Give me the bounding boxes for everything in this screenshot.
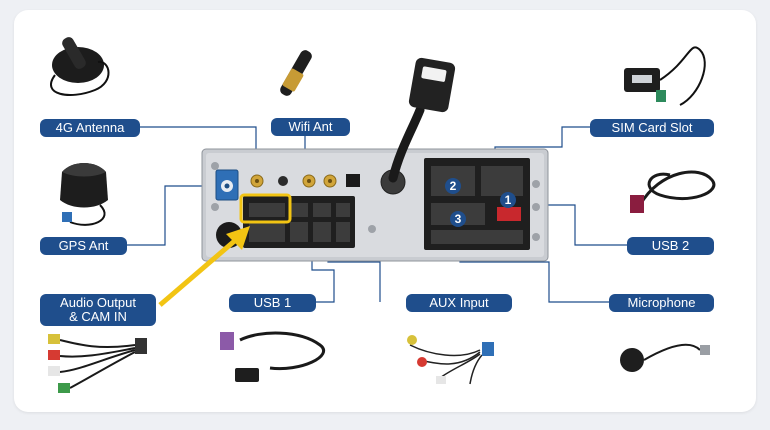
magnetic-antenna-icon xyxy=(50,37,110,96)
usb-extension-cable-icon xyxy=(220,331,325,382)
aux-harness-icon xyxy=(407,335,494,385)
badge-3 xyxy=(450,211,466,227)
hdmi-cable-icon xyxy=(388,57,456,183)
label-gps-ant: GPS Ant xyxy=(40,237,127,255)
wifi-antenna-icon xyxy=(280,50,312,96)
rca-harness-icon xyxy=(48,334,147,393)
line-gps xyxy=(127,185,219,246)
microphone-icon xyxy=(620,343,710,372)
usb-cable-icon xyxy=(630,170,716,213)
label-4g-antenna: 4G Antenna xyxy=(40,119,140,137)
badge-2 xyxy=(445,178,461,194)
label-usb-1: USB 1 xyxy=(229,294,316,312)
gps-puck-icon xyxy=(60,163,108,226)
label-sim-card-slot: SIM Card Slot xyxy=(590,119,714,137)
label-wifi-ant: Wifi Ant xyxy=(271,118,350,136)
badge-1-text: 1 xyxy=(505,193,512,207)
label-audio-output-cam-in: Audio Output & CAM IN xyxy=(40,294,156,326)
port-badges: 2 1 3 xyxy=(445,178,516,227)
label-microphone: Microphone xyxy=(609,294,714,312)
label-aux-input: AUX Input xyxy=(406,294,512,312)
badge-1 xyxy=(500,192,516,208)
sim-card-module-icon xyxy=(624,46,706,106)
label-usb-2: USB 2 xyxy=(627,237,714,255)
head-unit-rear-panel-icon xyxy=(201,148,549,262)
audio-output-highlight xyxy=(158,193,292,307)
badge-2-text: 2 xyxy=(450,179,457,193)
badge-3-text: 3 xyxy=(455,212,462,226)
